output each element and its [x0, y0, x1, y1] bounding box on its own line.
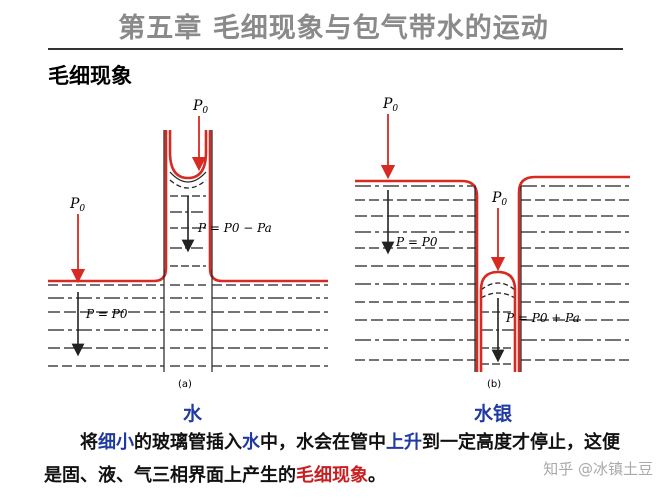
panel-b-eq-tube: P = P0 + Pa — [505, 311, 580, 325]
panel-a-eq-tube: P = P0 − Pa — [197, 221, 272, 235]
panel-b-layers-left — [355, 185, 476, 361]
panel-a-p0-label-left: P0 — [69, 196, 85, 214]
description-text: 将细小的玻璃管插入水中，水会在管中上升到一定高度才停止，这便是固、液、气三相界面… — [44, 432, 620, 486]
panel-b-surfaces — [355, 175, 630, 372]
slide-title: 第五章 毛细现象与包气带水的运动 — [118, 13, 549, 44]
panel-b-mercury: P0 P0 P = P0 P = P0 + Pa (b) — [355, 96, 630, 390]
panel-a-eq-outside: P = P0 — [85, 307, 128, 321]
panel-a-layers-right — [212, 284, 328, 367]
panel-b-layers-right — [521, 185, 630, 361]
panel-a-tube-walls — [163, 130, 213, 372]
caption-water: 水 — [183, 403, 203, 425]
panel-a-p0-label-tube: P0 — [192, 98, 208, 116]
keyword-water: 水 — [242, 432, 260, 453]
keyword-small: 细小 — [98, 432, 134, 453]
panel-a-layers-left — [48, 284, 164, 367]
panel-b-eq-outside: P = P0 — [395, 235, 438, 249]
panel-a-label: (a) — [178, 379, 192, 390]
caption-mercury: 水银 — [474, 403, 513, 425]
keyword-capillarity: 毛细现象 — [296, 465, 368, 486]
section-title: 毛细现象 — [48, 63, 132, 88]
panel-b-p0-label-tube: P0 — [491, 190, 507, 208]
panel-b-tube-walls — [474, 186, 522, 372]
keyword-rise: 上升 — [386, 432, 422, 453]
panel-b-p0-label-left: P0 — [382, 96, 398, 114]
panel-b-label: (b) — [487, 379, 501, 390]
watermark: 知乎 @冰镇土豆 — [543, 460, 653, 478]
panel-a-water: P0 P0 P = P0 − Pa P = P0 (a) — [48, 98, 328, 390]
title-divider — [48, 48, 623, 50]
